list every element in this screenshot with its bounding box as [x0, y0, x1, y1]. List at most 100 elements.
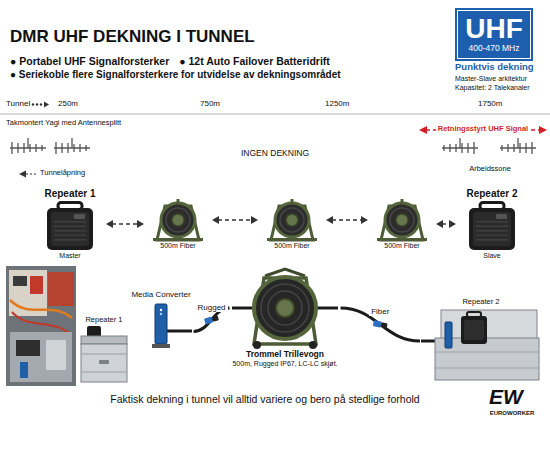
- graphic-part: [161, 203, 195, 237]
- arrow-head: [212, 216, 219, 224]
- device-illustration: [45, 201, 95, 251]
- graphic-part: [71, 138, 72, 148]
- node-heading: 500m Fiber: [384, 242, 419, 250]
- caption: Faktisk dekning i tunnel vil alltid vari…: [110, 393, 419, 405]
- annotation: 1250m: [325, 99, 349, 108]
- graphic-part: [30, 276, 43, 294]
- graphic-part: [45, 201, 95, 251]
- graphic-part: [473, 142, 474, 154]
- graphic-part: [539, 126, 547, 134]
- cable-line: [341, 308, 420, 341]
- graphic-part: [74, 214, 85, 219]
- device-illustration: [421, 308, 541, 382]
- node-heading: UHF: [465, 15, 523, 43]
- graphic-part: [130, 300, 192, 352]
- graphic-part: [36, 103, 38, 105]
- graphic-part: [476, 230, 508, 232]
- node-subtext: 500m, Rugged IP67, LC-LC skjøt.: [232, 360, 337, 368]
- arrow-head: [449, 220, 456, 228]
- graphic-part: [79, 326, 129, 384]
- graphic-part: [385, 203, 419, 237]
- graphic-part: [254, 277, 316, 339]
- graphic-part: [261, 284, 309, 332]
- graphic-part: [461, 143, 462, 153]
- fiber-reel: 500m Fiber: [372, 198, 432, 250]
- graphic-part: [149, 198, 207, 242]
- graphic-part: [507, 144, 508, 152]
- annotation: Arbeidssone: [469, 165, 511, 174]
- graphic-part: [232, 266, 338, 350]
- graphic-part: [461, 316, 487, 344]
- connector-collar: [381, 322, 388, 328]
- arrow-head: [361, 216, 368, 224]
- node-subtext: 400-470 MHz: [468, 43, 519, 53]
- graphic-part: [81, 371, 127, 372]
- graphic-part: [55, 142, 56, 154]
- transport-case: Repeater 2: [420, 298, 542, 382]
- graphic-part: [476, 225, 508, 227]
- graphic-part: [473, 212, 511, 246]
- graphic-part: [29, 144, 30, 152]
- link-line: [442, 223, 450, 225]
- graphic-part: [81, 336, 127, 344]
- graphic-part: [0, 114, 550, 115]
- link-arrow: [212, 216, 258, 224]
- graphic-part: [276, 299, 294, 317]
- graphic-part: [467, 143, 468, 153]
- title: DMR UHF DEKNING I TUNNEL: [10, 27, 255, 47]
- device-illustration: [467, 201, 517, 251]
- cable-label: Rugged: [196, 303, 228, 312]
- annotation: ● Portabel UHF Signalforsterker: [10, 55, 169, 67]
- node-heading: Repeater 2: [462, 298, 499, 307]
- device-illustration: [232, 266, 338, 350]
- graphic-part: [177, 199, 180, 204]
- link-line: [112, 223, 138, 225]
- node-heading: Trommel Trillevogn: [246, 350, 324, 360]
- repeater-unit: Repeater 1Master: [38, 188, 102, 260]
- fiber-reel: 500m Fiber: [148, 198, 208, 250]
- graphic-part: [291, 199, 294, 204]
- graphic-part: [12, 312, 70, 334]
- connector-body: [373, 320, 382, 327]
- annotation: 1750m: [478, 99, 502, 108]
- annotation: ● 12t Auto Failover Batteridrift: [179, 55, 330, 67]
- graphic-part: [421, 308, 541, 382]
- graphic-part: [16, 340, 40, 356]
- node-subtext: Master: [59, 252, 80, 260]
- cable-drum: Trommel Trillevogn500m, Rugged IP67, LC-…: [229, 266, 340, 368]
- graphic-part: [280, 208, 304, 232]
- annotation: 250m: [58, 99, 78, 108]
- graphic-part: [79, 144, 80, 152]
- graphic-part: [525, 143, 526, 153]
- graphic-part: [73, 144, 74, 152]
- graphic-part: [155, 304, 167, 344]
- annotation: Master-Slave arkitektur: [455, 75, 527, 83]
- graphic-part: [166, 208, 190, 232]
- graphic-part: [267, 238, 317, 241]
- graphic-part: [396, 214, 408, 226]
- graphic-part: [469, 208, 515, 250]
- graphic-part: [443, 145, 444, 151]
- annotation: Tunnel: [6, 99, 30, 108]
- cable-label: Fiber: [369, 307, 391, 316]
- link-arrow: [106, 220, 144, 228]
- annotation: Kapasitet: 2 Talekanaler: [455, 84, 530, 92]
- graphic-part: [26, 173, 37, 174]
- graphic-part: [501, 145, 502, 151]
- graphic-part: [531, 142, 532, 154]
- graphic-part: [6, 266, 76, 386]
- graphic-part: [445, 322, 452, 348]
- graphic-part: [496, 214, 507, 219]
- annotation: Punktvis dekning: [455, 62, 534, 73]
- node-heading: Repeater 1: [85, 316, 122, 325]
- graphic-part: [263, 198, 321, 242]
- graphic-part: [67, 143, 68, 153]
- device-illustration: [79, 326, 129, 384]
- media-converter: Media Converter: [128, 290, 193, 352]
- graphic-part: [464, 320, 484, 340]
- frequency-badge: UHF400-470 MHz: [455, 8, 533, 61]
- graphic-part: [275, 203, 309, 237]
- graphic-part: [316, 307, 338, 310]
- graphic-part: [476, 221, 508, 223]
